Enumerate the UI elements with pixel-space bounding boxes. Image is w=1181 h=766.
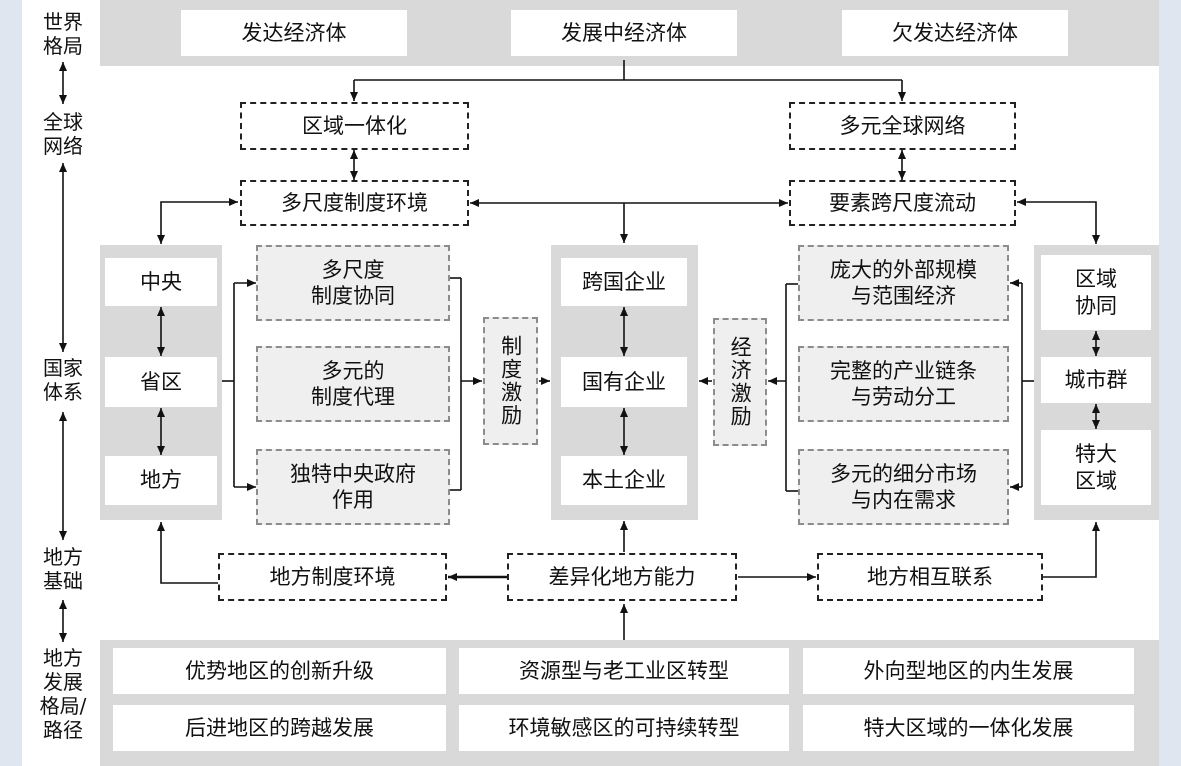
institution-incentive: 制度激励 (483, 317, 538, 445)
region-urban-cluster: 城市群 (1041, 357, 1151, 403)
path-outward-endogenous: 外向型地区的内生发展 (803, 648, 1134, 694)
path-innovation-upgrade: 优势地区的创新升级 (113, 648, 446, 694)
right-edge (1159, 0, 1181, 766)
multiscale-institution-env: 多尺度制度环境 (240, 180, 469, 226)
regional-integration: 区域一体化 (240, 102, 469, 150)
path-resource-transition: 资源型与老工业区转型 (459, 648, 789, 694)
local-institution-env: 地方制度环境 (218, 553, 447, 601)
underdeveloped-economies: 欠发达经济体 (842, 10, 1068, 56)
region-mega: 特大 区域 (1041, 430, 1151, 505)
enterprise-multinational: 跨国企业 (561, 258, 687, 306)
economic-incentive: 经济激励 (713, 318, 767, 446)
economy-item-scale: 庞大的外部规模 与范围经济 (798, 245, 1009, 321)
economy-item-market: 多元的细分市场 与内在需求 (798, 449, 1009, 525)
institution-item-agents: 多元的 制度代理 (256, 346, 450, 422)
state-level-local: 地方 (105, 456, 217, 505)
region-coordination: 区域 协同 (1041, 255, 1151, 330)
enterprise-local: 本土企业 (561, 456, 687, 505)
cross-scale-factor-flow: 要素跨尺度流动 (789, 180, 1016, 226)
differentiated-local-capability: 差异化地方能力 (507, 553, 737, 601)
label-paths: 地方 发展 格局/ 路径 (39, 646, 87, 742)
economy-item-chain: 完整的产业链条 与劳动分工 (798, 346, 1009, 422)
label-national: 国家 体系 (43, 356, 83, 404)
local-interconnection: 地方相互联系 (817, 553, 1043, 601)
developed-economies: 发达经济体 (181, 10, 407, 56)
label-world: 世界 格局 (43, 10, 83, 58)
path-leapfrog: 后进地区的跨越发展 (113, 705, 446, 751)
left-edge (0, 0, 22, 766)
state-level-province: 省区 (105, 357, 217, 407)
label-local: 地方 基础 (43, 545, 83, 593)
developing-economies: 发展中经济体 (511, 10, 737, 56)
state-level-central: 中央 (105, 258, 217, 306)
path-sustainable-transition: 环境敏感区的可持续转型 (459, 705, 789, 751)
enterprise-state-owned: 国有企业 (561, 357, 687, 407)
path-mega-region-integration: 特大区域的一体化发展 (803, 705, 1134, 751)
institution-item-central-role: 独特中央政府 作用 (256, 449, 450, 525)
label-global: 全球 网络 (43, 110, 83, 158)
institution-item-coordination: 多尺度 制度协同 (256, 245, 450, 321)
multi-global-network: 多元全球网络 (789, 102, 1016, 150)
